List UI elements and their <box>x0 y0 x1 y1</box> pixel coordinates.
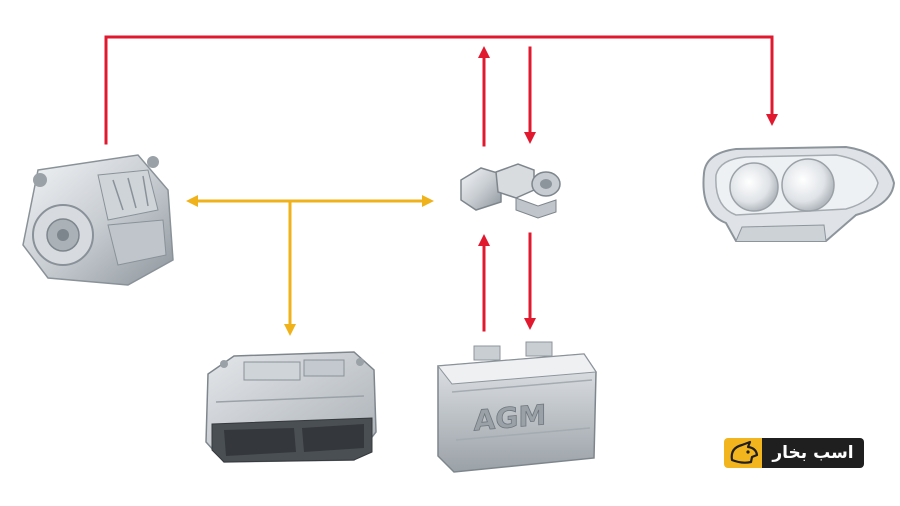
power-lines <box>104 35 778 332</box>
brand-name: اسب بخار <box>762 438 864 468</box>
headlight-icon <box>702 145 896 242</box>
battery-sensor-icon <box>460 163 561 219</box>
alternator-icon <box>22 154 174 286</box>
ecu-module-icon <box>205 351 377 463</box>
horse-head-icon <box>724 438 764 468</box>
brand-logo: اسب بخار <box>724 438 864 468</box>
agm-battery-icon: AGM <box>437 341 597 473</box>
data-lines <box>186 195 434 336</box>
alternator-to-headlight-line <box>104 35 778 145</box>
battery-label: AGM <box>474 398 547 437</box>
